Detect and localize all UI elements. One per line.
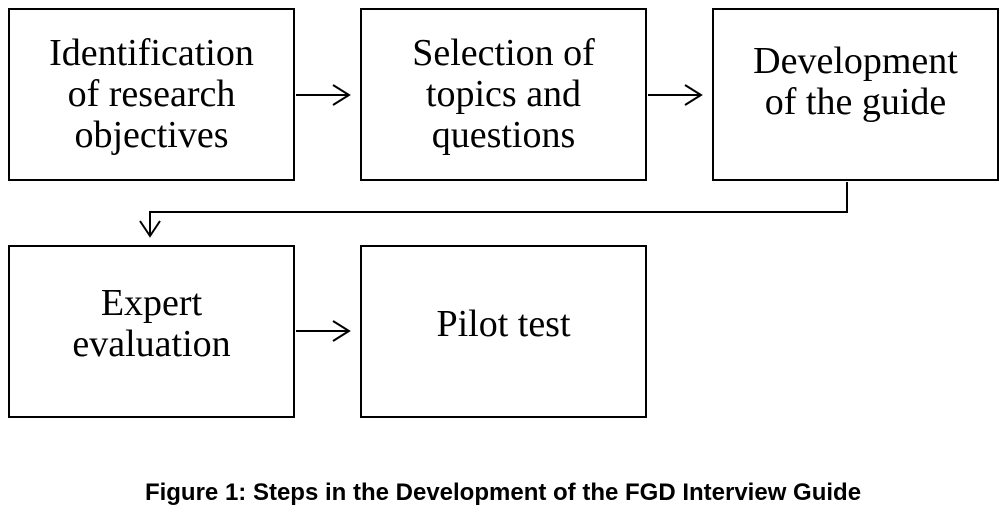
step-box-development: Development of the guide	[712, 8, 999, 181]
arrow-connector	[296, 320, 351, 342]
step-label: Selection of topics and questions	[412, 32, 595, 156]
arrow-connector	[648, 84, 703, 106]
figure-caption: Figure 1: Steps in the Development of th…	[144, 479, 862, 506]
arrow-connector	[139, 182, 848, 238]
step-box-pilot-test: Pilot test	[360, 245, 647, 418]
step-box-expert-evaluation: Expert evaluation	[8, 245, 295, 418]
step-box-identification: Identification of research objectives	[8, 8, 295, 181]
arrow-connector	[296, 84, 351, 106]
step-label: Expert evaluation	[72, 281, 231, 365]
step-label: Pilot test	[436, 303, 571, 345]
step-label: Identification of research objectives	[49, 32, 254, 156]
step-label: Development of the guide	[753, 39, 958, 123]
step-box-selection: Selection of topics and questions	[360, 8, 647, 181]
